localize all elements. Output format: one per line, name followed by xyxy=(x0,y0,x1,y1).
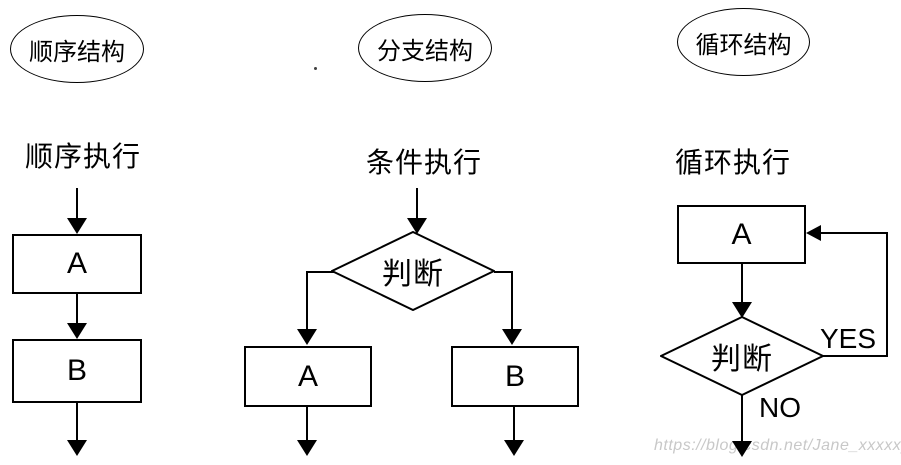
arrow-decision-to-a-icon xyxy=(306,271,308,329)
loop-back-right-line xyxy=(886,232,888,357)
arrow-out-of-box-b-icon xyxy=(76,403,78,440)
branch-box-b: B xyxy=(451,346,579,407)
arrow-back-into-box-a-icon xyxy=(806,225,821,241)
branch-box-a: A xyxy=(244,346,372,407)
watermark-text: https://blog.csdn.net/Jane_xxxxxy xyxy=(654,437,901,454)
loop-back-top-line xyxy=(820,232,888,234)
box-a-label: A xyxy=(66,247,87,280)
branch-structure-label: 分支结构 xyxy=(377,37,473,65)
branch-structure-ellipse: 分支结构 xyxy=(358,14,492,82)
box-a-label: A xyxy=(297,359,318,393)
dot-artifact xyxy=(314,67,317,70)
box-b-label: B xyxy=(66,354,87,387)
sequence-structure-label: 顺序结构 xyxy=(29,38,125,66)
yes-label: YES xyxy=(820,323,877,354)
loop-structure-ellipse: 循环结构 xyxy=(677,8,810,76)
sequence-structure-ellipse: 顺序结构 xyxy=(10,15,144,83)
loop-caption: 循环执行 xyxy=(675,147,792,178)
sequence-box-b: B xyxy=(12,339,142,403)
arrow-out-of-branch-b-icon xyxy=(513,407,515,440)
sequence-box-a: A xyxy=(12,234,142,294)
arrow-into-box-a-icon xyxy=(76,188,78,218)
arrow-a-to-b-icon xyxy=(76,294,78,323)
arrow-a-to-decision-icon xyxy=(741,264,743,302)
arrow-out-of-loop-icon xyxy=(741,394,743,441)
loop-structure-label: 循环结构 xyxy=(695,31,792,59)
loop-decision-label: 判断 xyxy=(711,343,773,376)
no-label: NO xyxy=(759,392,801,423)
arrow-decision-to-b-icon xyxy=(511,271,513,329)
branch-decision-diamond: 判断 xyxy=(331,231,495,311)
box-b-label: B xyxy=(504,359,525,393)
diamond-shape xyxy=(331,231,495,311)
loop-back-bottom-line xyxy=(822,355,888,357)
arrow-out-of-branch-a-icon xyxy=(306,407,308,440)
sequence-caption: 顺序执行 xyxy=(25,141,142,172)
box-a-label: A xyxy=(731,217,752,251)
branch-right-connector-line xyxy=(494,271,513,273)
arrow-into-decision-icon xyxy=(416,188,418,218)
loop-decision-diamond: 判断 xyxy=(660,316,824,396)
loop-box-a: A xyxy=(677,205,806,264)
branch-decision-label: 判断 xyxy=(382,258,444,291)
branch-left-connector-line xyxy=(307,271,334,273)
branch-caption: 条件执行 xyxy=(366,147,483,178)
